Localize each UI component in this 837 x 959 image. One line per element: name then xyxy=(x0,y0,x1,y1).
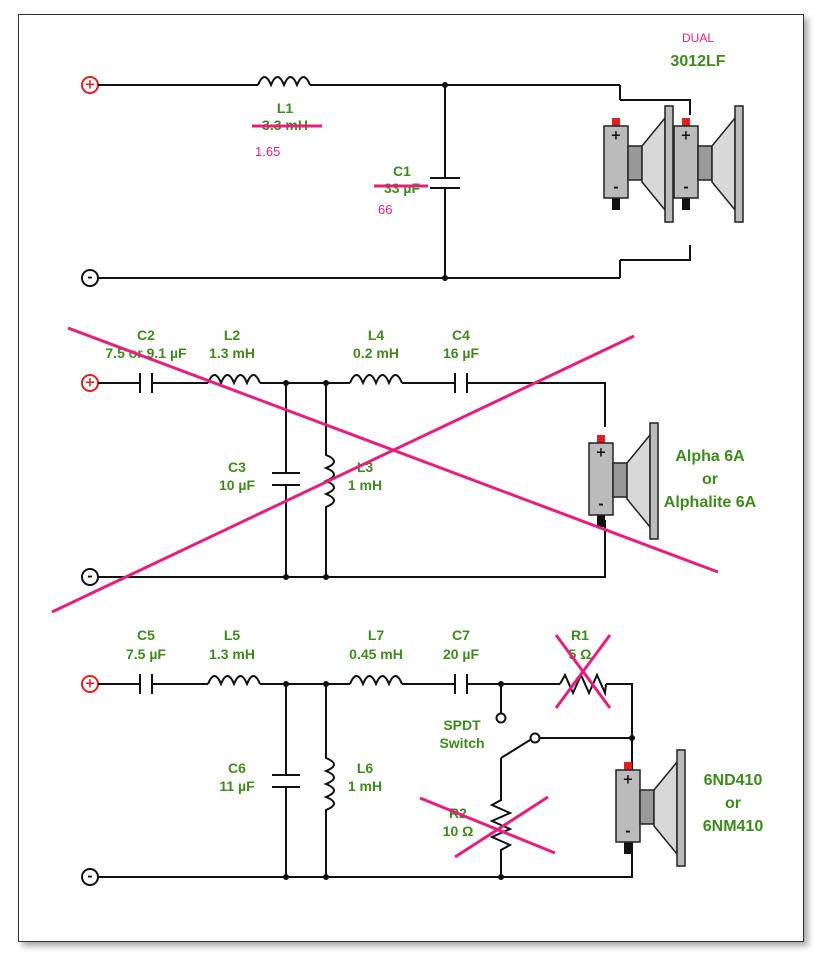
inductor-l7 xyxy=(349,675,403,687)
c4-name: C4 xyxy=(452,327,470,343)
circuit-1: + - L1 3.3 mH 1.65 C1 33 µF 66 DUAL 3012… xyxy=(81,31,744,287)
cross-out-line-2 xyxy=(51,334,635,614)
r1-name: R1 xyxy=(571,627,589,643)
r2-cross-out-b xyxy=(454,795,549,859)
inductor-l4 xyxy=(349,374,403,386)
circuit-3: + - C5 7.5 µF L5 1.3 mH L7 0.45 mH C7 20… xyxy=(81,627,764,886)
speaker-model-label: 3012LF xyxy=(670,53,725,70)
speaker-model-line1: Alpha 6A xyxy=(675,448,745,465)
c3-value: 10 µF xyxy=(219,477,256,493)
speaker-model-line3: Alphalite 6A xyxy=(664,494,757,511)
c1-name: C1 xyxy=(393,163,411,179)
c4-value: 16 µF xyxy=(443,345,480,361)
negative-terminal: - xyxy=(81,868,99,886)
circuit-3-wires xyxy=(98,674,633,878)
inductor-l1 xyxy=(257,76,311,88)
circuit-2-wires xyxy=(98,373,606,578)
capacitor-c3 xyxy=(272,383,300,577)
c7-value: 20 µF xyxy=(443,646,480,662)
l6-value: 1 mH xyxy=(348,778,382,794)
l6-name: L6 xyxy=(357,760,374,776)
negative-terminal: - xyxy=(81,568,99,586)
c6-value: 11 µF xyxy=(219,778,255,794)
c6-name: C6 xyxy=(228,760,246,776)
circuit-2: + - C2 7.5 or 9.1 µF L2 1.3 mH L4 0.2 mH… xyxy=(51,326,757,614)
svg-text:+: + xyxy=(85,78,96,93)
c7-name: C7 xyxy=(452,627,470,643)
l5-value: 1.3 mH xyxy=(209,646,255,662)
speaker-model-line2: or xyxy=(725,795,741,812)
resistor-r1 xyxy=(559,672,607,697)
r1-cross-out-b xyxy=(554,634,612,709)
speaker-qty-note: DUAL xyxy=(682,31,714,45)
inductor-l5 xyxy=(207,675,261,687)
l4-name: L4 xyxy=(368,327,385,343)
speaker-2-icon xyxy=(673,105,744,223)
r2-value: 10 Ω xyxy=(443,823,474,839)
circuit-1-wires xyxy=(98,84,620,279)
switch-contact-b xyxy=(529,732,541,744)
switch-label-line2: Switch xyxy=(439,735,484,751)
speaker-icon xyxy=(615,749,686,867)
negative-terminal: - xyxy=(81,269,99,287)
l1-revised-value: 1.65 xyxy=(255,144,280,159)
l1-name: L1 xyxy=(277,100,294,116)
capacitor-c1 xyxy=(430,85,460,278)
svg-text:-: - xyxy=(87,870,92,885)
c3-name: C3 xyxy=(228,459,246,475)
l4-value: 0.2 mH xyxy=(353,345,399,361)
r1-value: 5 Ω xyxy=(569,646,592,662)
c1-value: 33 µF xyxy=(384,180,421,196)
svg-text:-: - xyxy=(87,570,92,585)
l3-value: 1 mH xyxy=(348,477,382,493)
speaker-pair-wiring xyxy=(619,85,691,278)
speaker-model-line1: 6ND410 xyxy=(704,772,763,789)
positive-terminal: + xyxy=(81,675,99,693)
speaker-model-line3: 6NM410 xyxy=(703,818,764,835)
l7-name: L7 xyxy=(368,627,385,643)
speaker-model-line2: or xyxy=(702,471,718,488)
l2-value: 1.3 mH xyxy=(209,345,255,361)
positive-terminal: + xyxy=(81,374,99,392)
c1-revised-value: 66 xyxy=(378,202,392,217)
resistor-r2 xyxy=(489,758,513,877)
inductor-l2 xyxy=(207,374,261,386)
c5-name: C5 xyxy=(137,627,155,643)
svg-text:-: - xyxy=(87,271,92,286)
inductor-l6 xyxy=(323,684,335,877)
switch-contact-a xyxy=(495,712,507,724)
l7-value: 0.45 mH xyxy=(349,646,403,662)
c5-value: 7.5 µF xyxy=(126,646,166,662)
r2-cross-out-a xyxy=(419,796,556,855)
speaker-1-icon xyxy=(603,105,674,223)
switch-label-line1: SPDT xyxy=(443,717,481,733)
speaker-icon xyxy=(588,422,659,540)
switch-blade xyxy=(500,739,531,759)
l2-name: L2 xyxy=(224,327,241,343)
positive-terminal: + xyxy=(81,76,99,94)
svg-text:+: + xyxy=(85,677,96,692)
l5-name: L5 xyxy=(224,627,241,643)
c2-name: C2 xyxy=(137,327,155,343)
capacitor-c6 xyxy=(272,684,300,877)
svg-text:+: + xyxy=(85,376,96,391)
